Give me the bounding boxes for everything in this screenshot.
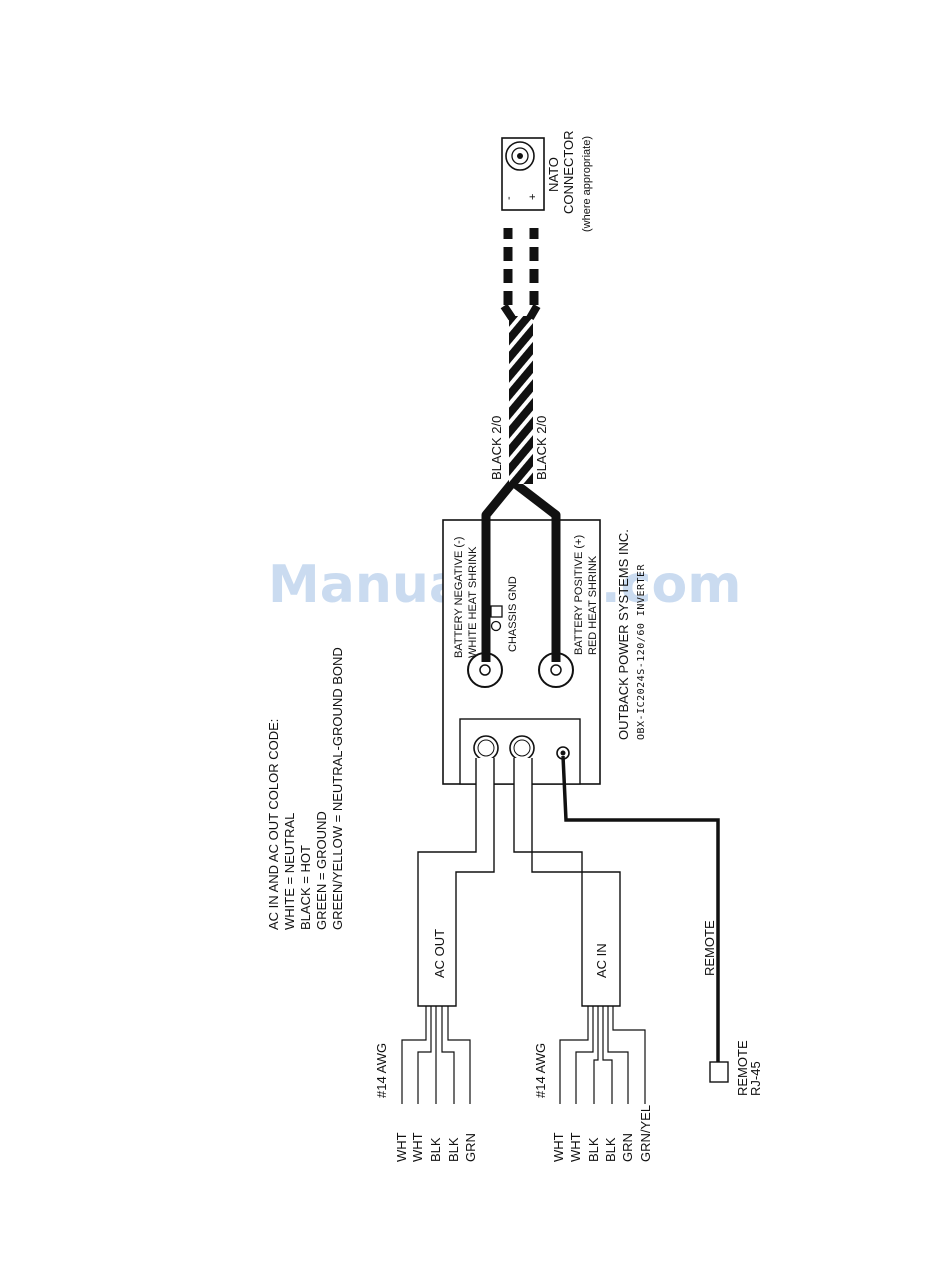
rj45-label-line1: REMOTE (735, 1040, 750, 1096)
ac-in-awg-group: #14 AWG (533, 1043, 548, 1098)
remote-cable-label-group: REMOTE (702, 920, 717, 976)
nato-connector-pin (517, 153, 523, 159)
nato-label: NATO (546, 157, 561, 192)
color-code-line-4: GREEN/YELLOW = NEUTRAL-GROUND BOND (330, 647, 345, 930)
cable-split-left (500, 303, 516, 321)
ac-out-knockout-inner (477, 739, 495, 757)
where-appropriate-group: (where appropriate) (581, 136, 593, 232)
ac-out-wire-1: WHT (394, 1132, 409, 1162)
ac-in-wire-3: BLK (586, 1137, 601, 1162)
red-heat-shrink-label: RED HEAT SHRINK (587, 555, 599, 655)
battery-positive-label: BATTERY POSITIVE (+) (573, 535, 585, 655)
ac-out-awg-group: #14 AWG (374, 1043, 389, 1098)
neg-cable-label-group: BLACK 2/0 (489, 416, 504, 480)
inverter-name-group: OUTBACK POWER SYSTEMS INC. OBX-IC2024S-1… (616, 529, 647, 740)
ac-in-wire-2: WHT (568, 1132, 583, 1162)
rj45-connector (709, 1061, 729, 1083)
connector-label-group: CONNECTOR (561, 130, 576, 214)
ac-in-wire-4: BLK (603, 1137, 618, 1162)
nato-label-group: NATO (546, 157, 561, 192)
ac-out-label-group: AC OUT (432, 929, 447, 978)
positive-terminal-labels: BATTERY POSITIVE (+) RED HEAT SHRINK (573, 535, 599, 655)
connector-label: CONNECTOR (561, 130, 576, 214)
twisted-cable-section (509, 316, 533, 484)
ac-out-wire-3: BLK (428, 1137, 443, 1162)
pos-cable-label-group: BLACK 2/0 (534, 416, 549, 480)
nato-plus-label: + (527, 194, 539, 200)
cable-split-right (526, 303, 541, 321)
battery-negative-label: BATTERY NEGATIVE (-) (453, 537, 465, 658)
ac-out-awg-label: #14 AWG (374, 1043, 389, 1098)
color-code-title: AC IN AND AC OUT COLOR CODE: (266, 719, 281, 930)
ac-out-wire-4: BLK (446, 1137, 461, 1162)
positive-battery-cable (510, 478, 561, 662)
battery-negative-stud (479, 664, 491, 676)
nato-polarity-plus: + (527, 194, 539, 200)
color-code-line-2: BLACK = HOT (298, 845, 313, 930)
inverter-maker-label: OUTBACK POWER SYSTEMS INC. (616, 529, 631, 740)
color-code-line-1: WHITE = NEUTRAL (282, 813, 297, 930)
chassis-label-group: CHASSIS GND (507, 576, 519, 652)
battery-positive-stud (550, 664, 562, 676)
remote-cable (561, 755, 720, 1062)
inverter-model-label: OBX-IC2024S-120/60 INVERTER (636, 563, 647, 740)
ac-in-label: AC IN (594, 943, 609, 978)
color-code-line-3: GREEN = GROUND (314, 811, 329, 930)
ac-in-wire-5: GRN (620, 1133, 635, 1162)
pos-cable-label: BLACK 2/0 (534, 416, 549, 480)
neg-cable-label: BLACK 2/0 (489, 416, 504, 480)
negative-terminal-labels: BATTERY NEGATIVE (-) WHITE HEAT SHRINK (453, 537, 479, 658)
where-appropriate-label: (where appropriate) (581, 136, 593, 232)
ac-out-label: AC OUT (432, 929, 447, 978)
rj45-label-line2: RJ-45 (748, 1061, 763, 1096)
ac-out-wires (401, 1006, 471, 1104)
nato-minus-label: - (503, 196, 515, 200)
remote-port-center (560, 750, 566, 756)
ac-in-wires (559, 1006, 646, 1104)
color-code-legend: AC IN AND AC OUT COLOR CODE: WHITE = NEU… (266, 647, 345, 930)
ac-in-knockout-inner (513, 739, 531, 757)
ac-in-wire-1: WHT (551, 1132, 566, 1162)
ac-out-wire-2: WHT (410, 1132, 425, 1162)
ac-in-wire-6: GRN/YEL (638, 1105, 653, 1162)
ac-in-wire-labels: WHT WHT BLK BLK GRN GRN/YEL (551, 1105, 653, 1162)
nato-polarity-minus: - (503, 196, 515, 200)
ac-in-label-group: AC IN (594, 943, 609, 978)
ac-out-cable (417, 758, 495, 1007)
chassis-gnd-label: CHASSIS GND (507, 576, 519, 652)
ac-out-wire-5: GRN (463, 1133, 478, 1162)
negative-battery-cable (481, 479, 517, 662)
chassis-ground-icon (490, 620, 502, 632)
ac-in-cable (513, 758, 621, 1007)
ac-in-awg-label: #14 AWG (533, 1043, 548, 1098)
remote-cable-label: REMOTE (702, 920, 717, 976)
chassis-ground-lug (490, 605, 503, 618)
ac-out-wire-labels: WHT WHT BLK BLK GRN (394, 1132, 478, 1162)
rj45-label-group: REMOTE RJ-45 (735, 1040, 763, 1096)
white-heat-shrink-label: WHITE HEAT SHRINK (467, 546, 479, 658)
